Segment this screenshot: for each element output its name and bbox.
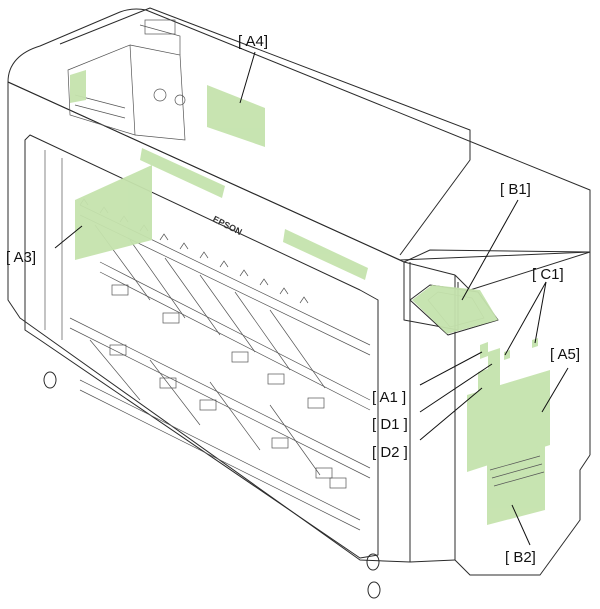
- label-area-b2: [487, 445, 545, 525]
- label-area-a1: [480, 342, 488, 359]
- label-area-a5: [467, 370, 550, 472]
- label-area-top-strip-2: [283, 229, 368, 280]
- leader-b2: [511, 504, 531, 546]
- callout-a3: [ A3]: [6, 249, 36, 266]
- leader-b1: [461, 199, 519, 301]
- leader-d2: [419, 387, 483, 441]
- leader-a5: [541, 367, 569, 413]
- callout-c1: [ C1]: [532, 266, 564, 283]
- callout-a4: [ A4]: [238, 33, 268, 50]
- label-area-top-strip-1: [140, 148, 225, 198]
- top-mechanism: [67, 19, 186, 141]
- leader-a4: [239, 51, 256, 104]
- brand-logo: EPSON: [211, 214, 244, 237]
- callout-a5: [ A5]: [550, 346, 580, 363]
- leader-c1-1: [504, 281, 547, 356]
- label-area-a3: [75, 165, 152, 260]
- label-area-b1: [412, 285, 498, 334]
- printer-body: [7, 7, 591, 576]
- label-area-a4: [207, 85, 265, 147]
- label-area-c1-1: [504, 350, 510, 360]
- b2-detail: [489, 455, 545, 487]
- callout-a1: [ A1 ]: [372, 389, 406, 406]
- leader-a1: [419, 351, 483, 386]
- front-tray-area: [24, 134, 379, 559]
- callout-b1: [ B1]: [500, 181, 531, 198]
- callout-labels: [ A4] [ B1] [ C1] [ A3] [ A5] [ A1 ] [ D…: [6, 33, 580, 566]
- leader-d1: [419, 363, 493, 413]
- highlight-areas: [70, 70, 550, 525]
- leader-a3: [54, 225, 83, 249]
- leader-c1-2: [534, 281, 547, 344]
- casters: [43, 371, 381, 599]
- callout-d2: [ D2 ]: [372, 444, 408, 461]
- callout-d1: [ D1 ]: [372, 416, 408, 433]
- leader-lines: [54, 51, 569, 546]
- callout-b2: [ B2]: [505, 549, 536, 566]
- label-area-top-left: [70, 70, 86, 103]
